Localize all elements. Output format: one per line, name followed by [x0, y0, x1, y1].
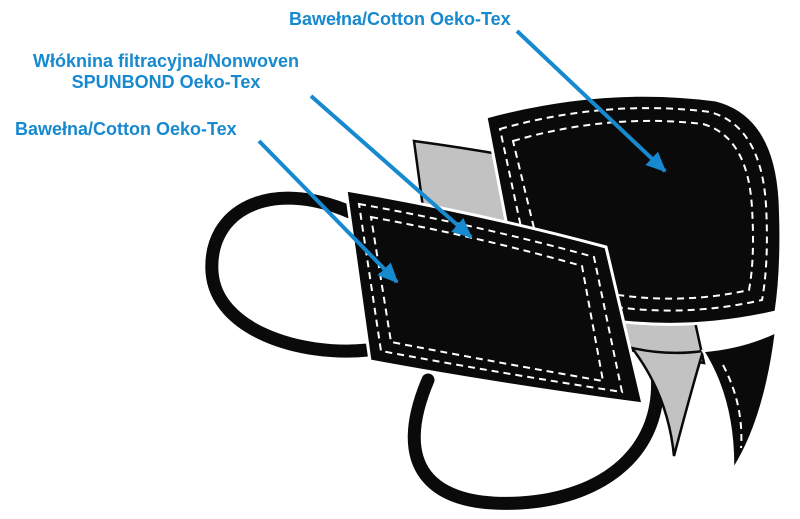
label-nonwoven-filter: Włóknina filtracyjna/Nonwoven SPUNBOND O… [18, 51, 314, 93]
black-curl-shape [700, 329, 778, 475]
stitch-line [722, 364, 743, 449]
ear-loop-bottom-strap [407, 365, 665, 510]
leader-arrow-nonwoven-filter [309, 94, 473, 239]
inner-cotton-layer [344, 188, 645, 406]
label-nonwoven-filter-line2: SPUNBOND Oeko-Tex [71, 72, 261, 92]
leader-arrow-inner-cotton [257, 139, 399, 284]
ear-loop-left [205, 191, 375, 358]
stitch-line [511, 119, 754, 300]
leader-arrow-outer-cotton [515, 29, 667, 173]
stitch-line [357, 202, 624, 394]
ear-loop-left-strap [205, 191, 375, 358]
gray-layer-curl [628, 346, 705, 457]
gray-curl-shape [628, 346, 705, 457]
label-nonwoven-filter-line1: Włóknina filtracyjna/Nonwoven [32, 51, 300, 71]
leader-arrows [257, 29, 667, 284]
stitch-line [498, 107, 768, 312]
ear-loop-bottom [407, 365, 665, 510]
stitch-line [369, 215, 605, 383]
label-outer-cotton: Bawełna/Cotton Oeko-Tex [289, 9, 511, 29]
black-layer-curl [700, 329, 778, 475]
label-inner-cotton: Bawełna/Cotton Oeko-Tex [15, 119, 237, 139]
